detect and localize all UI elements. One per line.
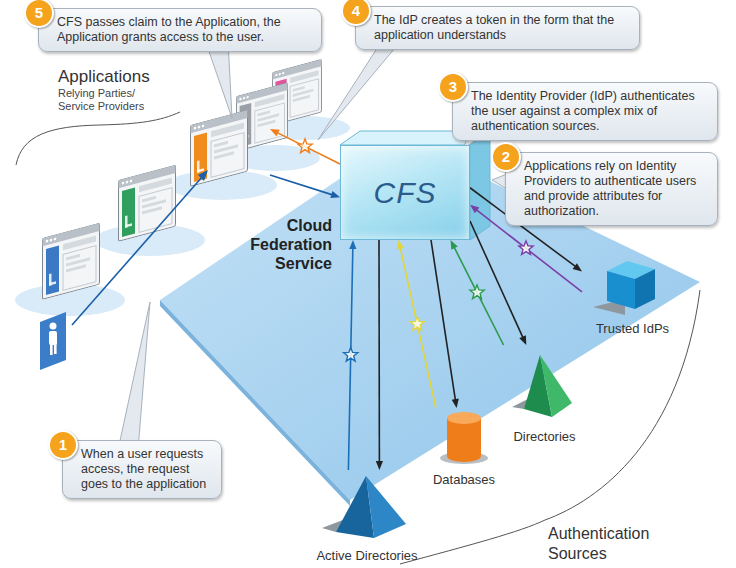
token-star <box>344 348 358 362</box>
callout-number: 4 <box>341 0 371 26</box>
user-request-arrow <box>72 170 208 325</box>
callout-box: 1When a user requests access, the reques… <box>62 440 222 499</box>
arrow-head <box>349 240 356 249</box>
callout-text: The Identity Provider (IdP) authenticate… <box>471 89 707 134</box>
connector-line <box>270 175 333 195</box>
token-star <box>519 241 533 255</box>
cfs-block: CFS <box>340 145 470 240</box>
user-icon <box>40 312 66 370</box>
arrow-head <box>451 240 458 250</box>
arrow-head <box>470 205 479 213</box>
callout-number: 2 <box>491 142 521 172</box>
group-subtitle: Relying Parties/ Service Providers <box>58 87 158 113</box>
callout-box: 3The Identity Provider (IdP) authenticat… <box>452 82 718 141</box>
token-star <box>410 317 424 331</box>
clouds <box>15 116 350 316</box>
arrow-head <box>270 129 280 136</box>
cfs-label: CFS <box>374 176 437 210</box>
token-star <box>470 285 484 299</box>
callout-box: 5CFS passes claim to the Application, th… <box>38 8 322 52</box>
arrow-head <box>397 240 404 250</box>
group-label: Authentication Sources <box>548 524 708 564</box>
arrow-head <box>519 335 526 345</box>
arrow-head <box>376 461 383 470</box>
active-directory-prism-shape <box>305 470 429 542</box>
callout-text: CFS passes claim to the Application, the… <box>57 15 311 45</box>
connector-arrow <box>376 240 383 470</box>
connector-arrow <box>470 221 526 345</box>
callout-box: 2Applications rely on Identity Providers… <box>505 152 718 226</box>
service-label: Cloud Federation Service <box>220 216 332 273</box>
connector-arrow <box>270 175 340 198</box>
connector-arrow <box>451 240 504 345</box>
connector-arrow <box>431 240 459 408</box>
arrow-head <box>330 191 340 198</box>
trusted-idp-cube: Trusted IdPs <box>582 255 683 337</box>
arrow-head <box>452 399 459 408</box>
connector-line <box>276 132 340 164</box>
callout-box: 4The IdP creates a token in the form tha… <box>355 6 640 50</box>
database-cylinder-shape <box>427 408 501 468</box>
connector-arrow <box>270 129 340 164</box>
connector-line <box>378 240 380 463</box>
group-title: Applications <box>58 66 270 87</box>
callout-tails <box>118 36 512 450</box>
cfs-block-faces <box>340 131 490 240</box>
source-label: Trusted IdPs <box>582 321 683 337</box>
connector-arrow <box>397 240 436 408</box>
trusted-idp-cube-shape <box>582 255 683 317</box>
directory-prism: Directories <box>499 345 590 445</box>
token-star <box>298 139 312 153</box>
connector-arrow <box>344 240 358 470</box>
source-label: Active Directories <box>305 548 429 564</box>
callout-number: 1 <box>48 430 78 460</box>
connector-line <box>470 221 523 339</box>
active-directory-prism: Active Directories <box>305 470 429 564</box>
directory-prism-shape <box>499 345 590 421</box>
arrow-head <box>573 263 582 271</box>
connector-line <box>454 246 504 345</box>
connector-line <box>431 240 456 401</box>
source-label: Directories <box>499 429 590 445</box>
callout-number: 5 <box>24 0 54 28</box>
callout-text: Applications rely on Identity Providers … <box>524 159 707 219</box>
applications-group: ApplicationsRelying Parties/ Service Pro… <box>14 60 270 290</box>
callout-text: The IdP creates a token in the form that… <box>374 13 629 43</box>
callout-text: When a user requests access, the request… <box>81 447 211 492</box>
database-cylinder: Databases <box>427 408 501 488</box>
connector-line <box>400 247 436 408</box>
source-label: Databases <box>427 472 501 488</box>
callout-number: 3 <box>438 72 468 102</box>
